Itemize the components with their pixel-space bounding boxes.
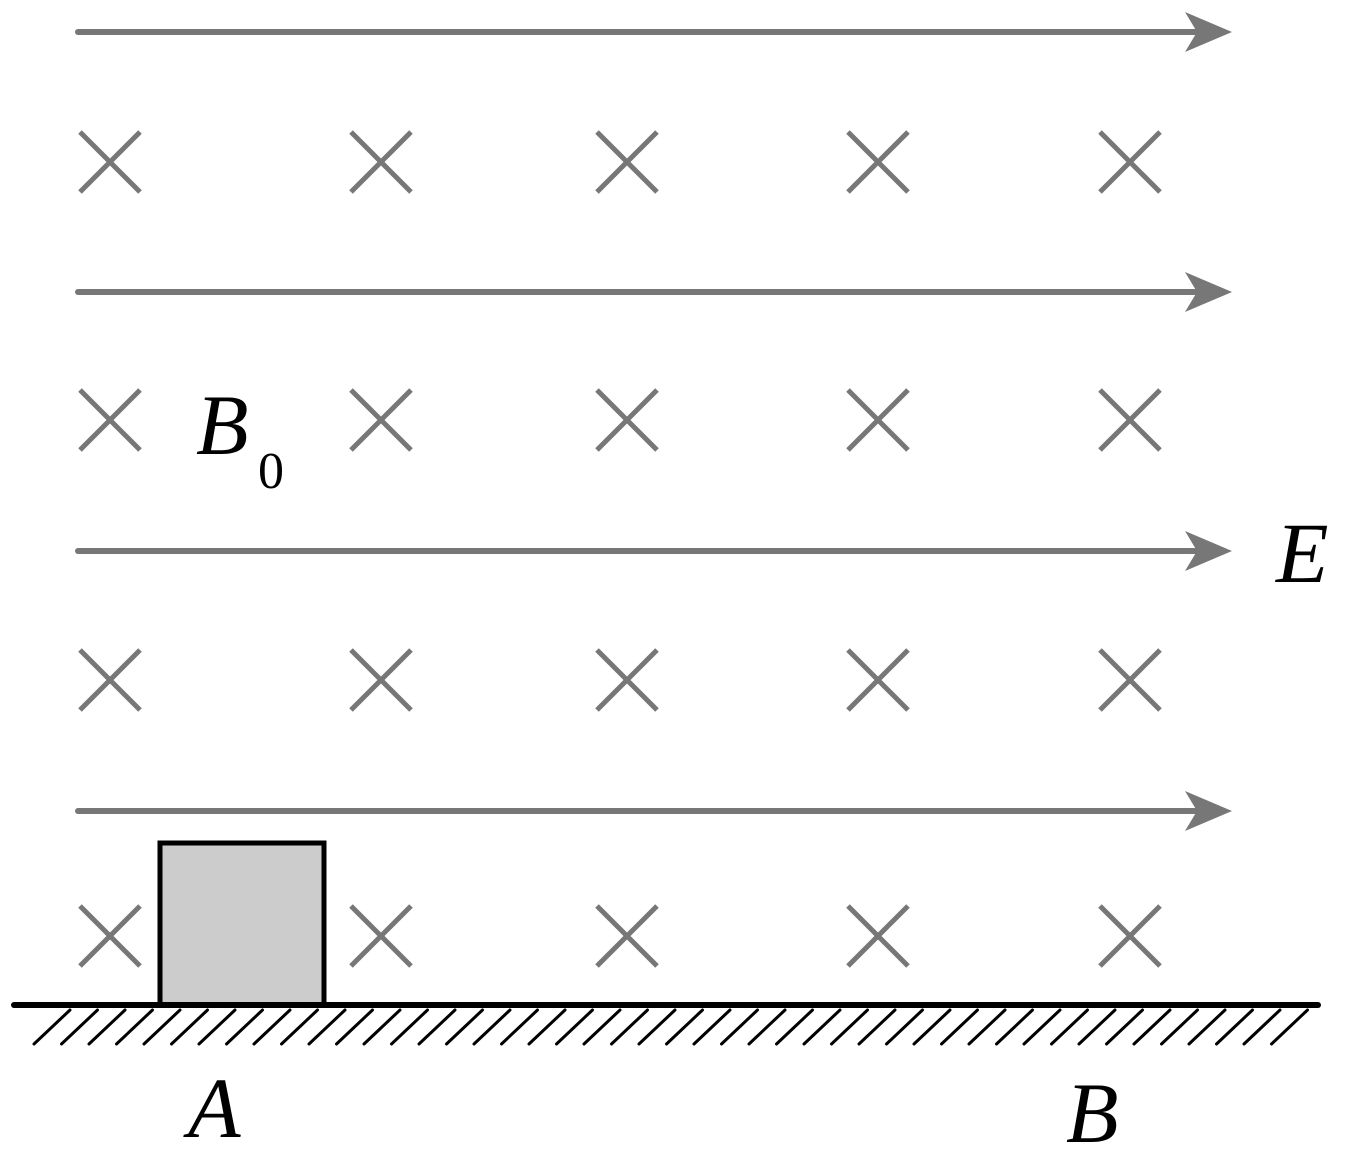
hatch-mark [417,1008,457,1046]
hatch-mark [87,1008,127,1046]
hatch-mark [170,1008,209,1046]
electric-field-line [75,12,1232,52]
hatch-mark [390,1008,429,1046]
cross-mark-icon [1098,130,1162,194]
cross-mark-icon [78,388,142,452]
hatch-mark [362,1008,402,1046]
hatch-mark [1077,1008,1117,1046]
hatch-mark [912,1008,952,1046]
cross-mark-icon [1098,904,1162,968]
hatch-mark [142,1008,182,1046]
cross-mark-icon [349,904,413,968]
electric-field-lines [75,12,1232,831]
hatch-mark [995,1008,1034,1046]
hatch-mark [1160,1008,1199,1046]
hatch-mark [610,1008,649,1046]
hatch-mark [1022,1008,1062,1046]
cross-mark-icon [1098,388,1162,452]
hatch-mark [1132,1008,1172,1046]
hatch-mark [857,1008,897,1046]
cross-mark-icon [349,648,413,712]
hatch-mark [1187,1008,1227,1046]
hatch-mark [1050,1008,1089,1046]
cross-mark-icon [349,130,413,194]
cross-mark-icon [1098,648,1162,712]
cross-mark-icon [78,130,142,194]
cross-mark-icon [595,388,659,452]
hatch-mark [1242,1008,1282,1046]
hatch-mark [665,1008,704,1046]
hatch-mark [197,1008,237,1046]
hatch-mark [1270,1008,1309,1046]
label-point-a: A [183,1060,241,1155]
hatch-mark [225,1008,264,1046]
ground-hatching [32,1008,1309,1046]
electric-field-line [75,791,1232,831]
hatch-mark [527,1008,567,1046]
hatch-mark [500,1008,539,1046]
hatch-mark [1215,1008,1254,1046]
hatch-mark [60,1008,99,1046]
hatch-mark [32,1008,72,1046]
label-magnetic-field: B [196,377,249,473]
hatch-mark [637,1008,677,1046]
cross-mark-icon [846,130,910,194]
electric-field-line [75,272,1232,312]
hatch-mark [280,1008,319,1046]
cross-mark-icon [846,388,910,452]
hatch-mark [775,1008,814,1046]
hatch-mark [802,1008,842,1046]
hatch-mark [335,1008,374,1046]
ground [11,1002,1321,1046]
hatch-mark [582,1008,622,1046]
cross-mark-icon [349,388,413,452]
hatch-mark [692,1008,732,1046]
cross-mark-icon [846,904,910,968]
cross-mark-icon [595,130,659,194]
cross-mark-icon [78,904,142,968]
hatch-mark [555,1008,594,1046]
label-point-b: B [1066,1065,1119,1155]
cross-mark-icon [78,648,142,712]
hatch-mark [967,1008,1007,1046]
cross-mark-icon [595,648,659,712]
hatch-mark [115,1008,154,1046]
label-magnetic-field-subscript: 0 [258,443,284,500]
label-electric-field: E [1274,505,1329,601]
hatch-mark [445,1008,484,1046]
hatch-mark [472,1008,512,1046]
block-a [157,840,327,1008]
hatch-mark [252,1008,292,1046]
magnetic-field-crosses [78,130,1162,968]
hatch-mark [885,1008,924,1046]
electric-field-line [75,531,1232,571]
hatch-mark [720,1008,759,1046]
hatch-mark [940,1008,979,1046]
cross-mark-icon [595,904,659,968]
hatch-mark [747,1008,787,1046]
hatch-mark [830,1008,869,1046]
cross-mark-icon [846,648,910,712]
hatch-mark [1105,1008,1144,1046]
hatch-mark [307,1008,347,1046]
